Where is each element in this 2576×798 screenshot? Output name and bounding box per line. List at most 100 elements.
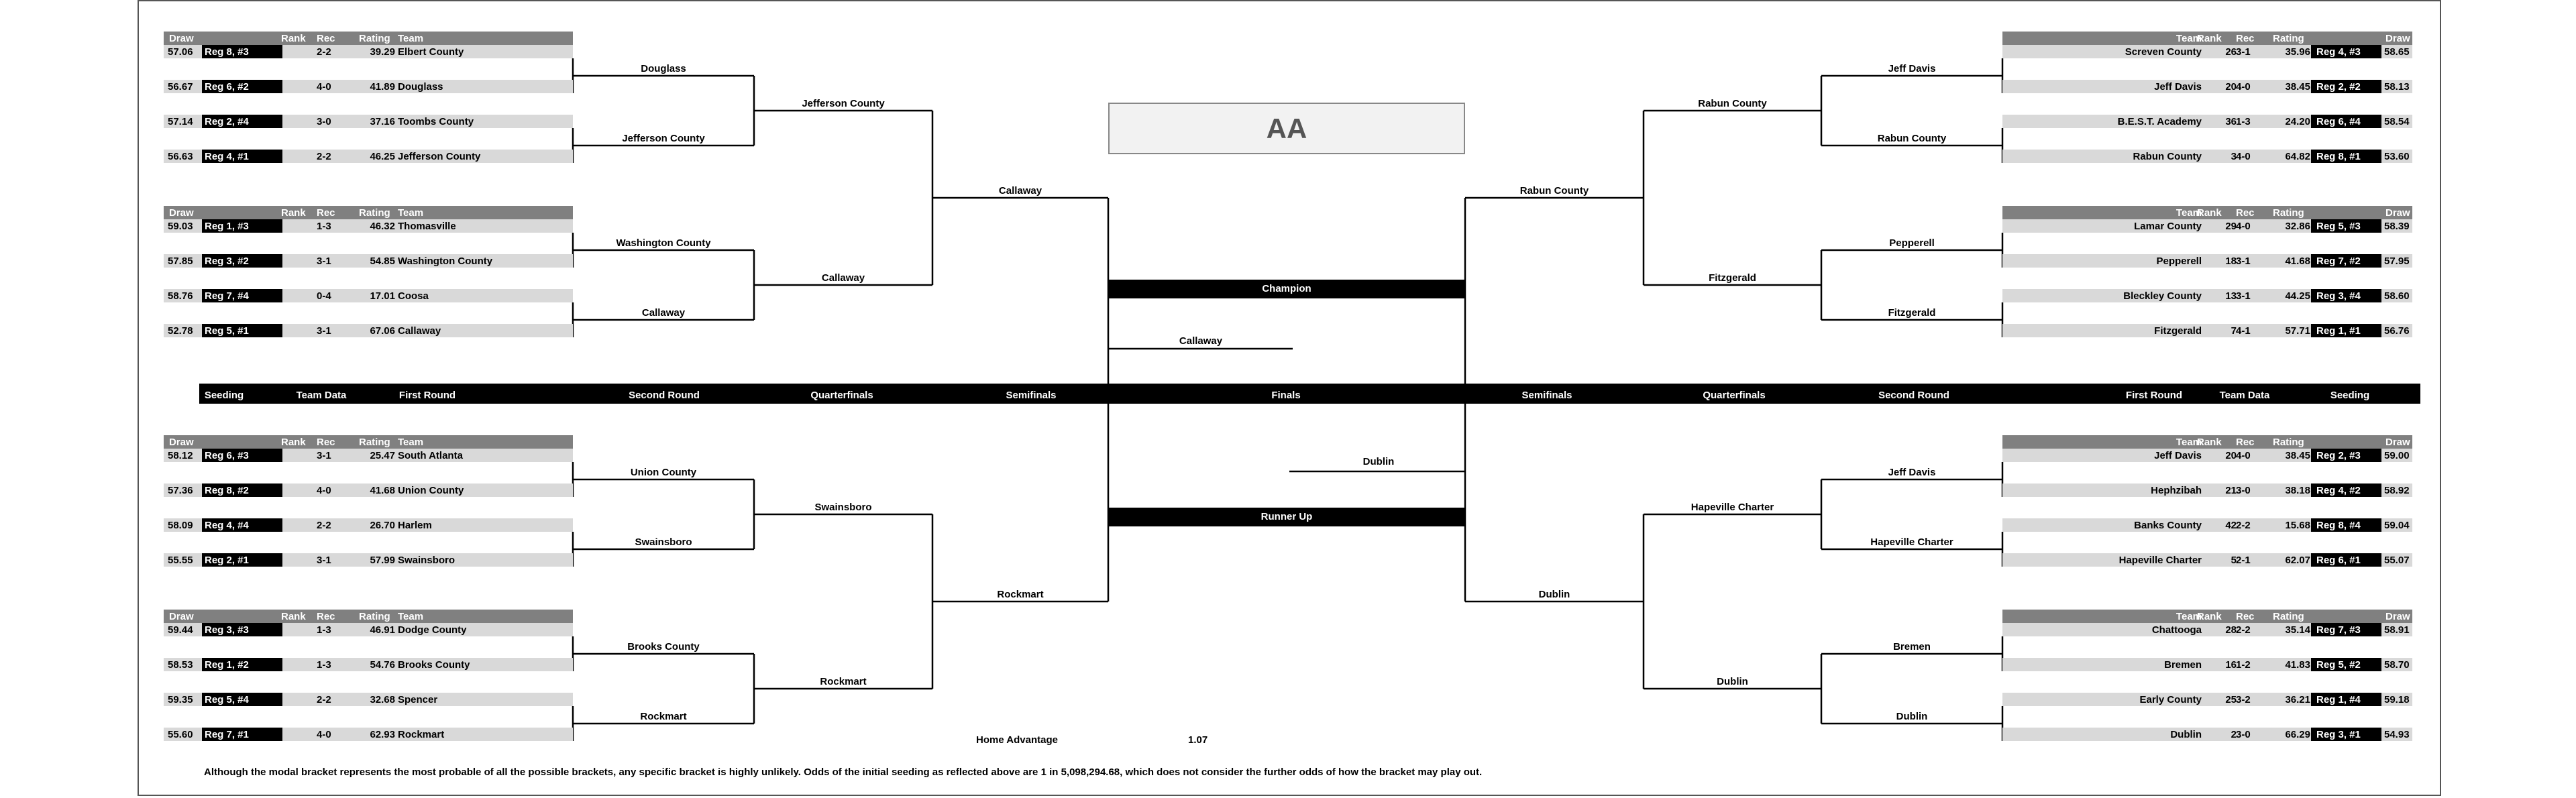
rank-value: 23 bbox=[270, 116, 281, 127]
seed-label: Reg 3, #2 bbox=[205, 255, 249, 267]
seed-label: Reg 3, #4 bbox=[2316, 290, 2361, 302]
winner-label: Callaway bbox=[821, 272, 865, 284]
seed-badge: Reg 5, #3 bbox=[2311, 219, 2381, 233]
row-band bbox=[2002, 324, 2412, 337]
home-advantage-label: Home Advantage bbox=[976, 734, 1058, 746]
seed-badge: Reg 6, #2 bbox=[202, 80, 282, 93]
rating-value: 15.68 bbox=[2285, 520, 2310, 531]
header-rank: Rank bbox=[281, 207, 306, 219]
seed-badge: Reg 5, #4 bbox=[202, 693, 282, 706]
rating-value: 36.21 bbox=[2285, 694, 2310, 705]
team-name: Hephzibah bbox=[2151, 485, 2202, 496]
draw-value: 52.78 bbox=[168, 325, 193, 337]
team-name: Dublin bbox=[2170, 729, 2202, 740]
rating-value: 46.32 bbox=[370, 221, 395, 232]
draw-value: 59.44 bbox=[168, 624, 193, 636]
draw-value: 57.06 bbox=[168, 46, 193, 58]
header-rec: Rec bbox=[2236, 611, 2255, 622]
seed-badge: Reg 7, #2 bbox=[2311, 254, 2381, 268]
header-draw: Draw bbox=[169, 437, 194, 448]
header-band-draw bbox=[2370, 206, 2412, 219]
winner-label: Fitzgerald bbox=[1888, 307, 1936, 319]
draw-value: 59.18 bbox=[2384, 694, 2410, 705]
draw-value: 58.53 bbox=[168, 659, 193, 671]
runner-up-label: Runner Up bbox=[1260, 511, 1313, 522]
record-value: 3-0 bbox=[2236, 729, 2251, 740]
semifinal-winner: Callaway bbox=[998, 185, 1042, 196]
header-band-draw bbox=[2370, 435, 2412, 449]
rating-value: 54.85 bbox=[370, 255, 395, 267]
row-band bbox=[2002, 483, 2412, 497]
rating-value: 32.68 bbox=[370, 694, 395, 705]
seed-badge: Reg 7, #1 bbox=[202, 728, 282, 741]
record-value: 4-0 bbox=[2236, 81, 2251, 93]
winner-label: Rabun County bbox=[1877, 133, 1947, 144]
draw-value: 58.39 bbox=[2384, 221, 2410, 232]
header-rec: Rec bbox=[317, 611, 335, 622]
seed-badge: Reg 8, #4 bbox=[2311, 518, 2381, 532]
winner-label: Rockmart bbox=[640, 711, 687, 722]
rank-value: 25 bbox=[2225, 694, 2237, 705]
header-rating: Rating bbox=[359, 611, 390, 622]
rank-value: 13 bbox=[2225, 290, 2237, 302]
seed-badge: Reg 1, #1 bbox=[2311, 324, 2381, 337]
row-band bbox=[2002, 623, 2412, 636]
header-team: Team bbox=[398, 207, 424, 219]
seed-label: Reg 7, #2 bbox=[2316, 255, 2361, 267]
seed-label: Reg 4, #4 bbox=[205, 520, 249, 531]
rating-value: 62.07 bbox=[2285, 555, 2310, 566]
rating-value: 32.86 bbox=[2285, 221, 2310, 232]
rank-value: 21 bbox=[2225, 485, 2237, 496]
champion-label: Champion bbox=[1262, 283, 1311, 294]
record-value: 2-2 bbox=[317, 46, 331, 58]
draw-value: 55.60 bbox=[168, 729, 193, 740]
seed-label: Reg 6, #3 bbox=[205, 450, 249, 461]
rank-value: 12 bbox=[270, 151, 281, 162]
rank-value: 20 bbox=[2225, 450, 2237, 461]
seed-label: Reg 1, #4 bbox=[2316, 694, 2361, 705]
record-value: 4-0 bbox=[317, 81, 331, 93]
rating-value: 41.89 bbox=[370, 81, 395, 93]
round-team-data-left: Team Data bbox=[296, 390, 347, 401]
draw-value: 58.92 bbox=[2384, 485, 2410, 496]
header-rating: Rating bbox=[2273, 207, 2304, 219]
header-draw: Draw bbox=[169, 611, 194, 622]
rating-value: 37.16 bbox=[370, 116, 395, 127]
seed-label: Reg 7, #1 bbox=[205, 729, 249, 740]
row-band bbox=[2002, 518, 2412, 532]
seed-badge: Reg 2, #4 bbox=[202, 115, 282, 128]
header-rating: Rating bbox=[2273, 611, 2304, 622]
rank-value: 36 bbox=[2225, 116, 2237, 127]
home-advantage-value: 1.07 bbox=[1188, 734, 1208, 746]
record-value: 1-3 bbox=[317, 624, 331, 636]
record-value: 3-1 bbox=[317, 325, 331, 337]
rank-value: 4 bbox=[275, 729, 281, 740]
rank-value: 18 bbox=[2225, 255, 2237, 267]
draw-value: 58.65 bbox=[2384, 46, 2410, 58]
winner-label: Swainsboro bbox=[814, 502, 872, 513]
seed-badge: Reg 3, #3 bbox=[202, 623, 282, 636]
header-team: Team bbox=[2176, 33, 2202, 44]
header-rec: Rec bbox=[2236, 33, 2255, 44]
rank-value: 11 bbox=[270, 221, 281, 232]
team-name: Jefferson County bbox=[398, 151, 481, 162]
record-value: 4-0 bbox=[317, 729, 331, 740]
seed-badge: Reg 1, #2 bbox=[202, 658, 282, 671]
draw-value: 58.12 bbox=[168, 450, 193, 461]
seed-label: Reg 8, #3 bbox=[205, 46, 249, 58]
seed-label: Reg 6, #1 bbox=[2316, 555, 2361, 566]
rating-value: 39.29 bbox=[370, 46, 395, 58]
rank-value: 28 bbox=[2225, 624, 2237, 636]
seed-badge: Reg 8, #3 bbox=[202, 45, 282, 58]
header-band-draw bbox=[2370, 32, 2412, 45]
